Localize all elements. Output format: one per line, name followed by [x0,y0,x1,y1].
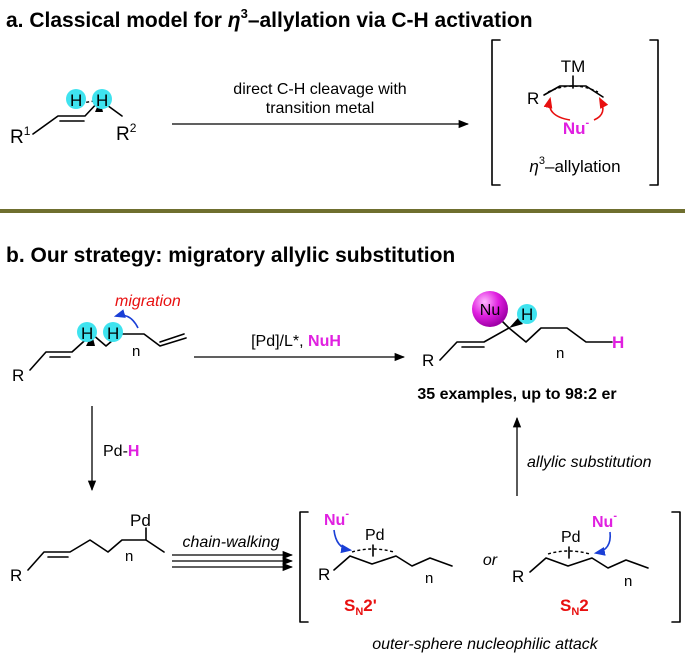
r1-label: R1 [10,124,31,148]
sn2-label: SN2 [560,596,589,618]
r-label: R [422,351,434,370]
hydrogen-label: H [107,324,119,343]
arrow-label-line2: transition metal [266,100,375,117]
n-label: n [132,343,140,360]
chain-walking-arrows [172,550,294,572]
n-label: n [425,570,433,587]
nu-ball [472,291,508,327]
r-label: R [512,567,524,586]
pd-label: Pd [365,527,385,544]
r-label: R [527,89,539,108]
allylic-substitution-label: allylic substitution [527,454,652,471]
panel-b-title: b. Our strategy: migratory allylic subst… [6,244,455,267]
substrate-a: H H R1 R2 [10,89,137,148]
r-label: R [10,566,22,585]
diene-substrate: H H R n migration [12,293,187,385]
or-label: or [483,552,498,569]
hydrogen-label: H [70,91,82,110]
sn2-prime-complex: Pd R n Nu- SN2' [318,508,453,618]
r-label: R [318,565,330,584]
n-label: n [125,548,133,565]
section-divider [0,209,685,213]
pd-label: Pd [561,529,581,546]
nu-label: Nu- [592,510,617,531]
r2-label: R2 [116,121,137,145]
migration-label: migration [115,293,181,310]
tm-label: TM [561,57,586,76]
cyan-highlight [92,89,112,109]
cyan-highlight [103,322,123,342]
nu-label: Nu [480,302,500,319]
eta3-complex-bracket: TM R Nu- η3–allylation [491,39,659,186]
hydrogen-label: H [612,333,624,352]
nu-label: Nu- [324,508,349,529]
blue-migration-arrow [113,309,139,329]
cyan-highlight [517,304,537,324]
n-label: n [556,345,564,362]
red-attack-arrow [593,97,609,121]
sn2-complex: Pd R n Nu- SN2 [512,510,649,618]
hydrogen-label: H [96,91,108,110]
hydrogen-label: H [81,324,93,343]
n-label: n [624,573,632,590]
chain-walking-label: chain-walking [183,534,280,551]
pd-h-label: Pd-H [103,443,139,460]
product-molecule: Nu H R n H [422,291,624,370]
outer-sphere-label: outer-sphere nucleophilic attack [372,636,599,653]
cyan-highlight [77,322,97,342]
r-label: R [12,366,24,385]
red-attack-arrow [543,96,571,121]
sn2-prime-label: SN2' [344,596,377,618]
cyan-highlight [66,89,86,109]
blue-attack-arrow [593,531,612,556]
arrow-label-line1: direct C-H cleavage with [233,81,406,98]
examples-label: 35 examples, up to 98:2 er [417,386,616,403]
panel-a-title: a. Classical model for η3–allylation via… [6,6,533,32]
nu-label: Nu- [563,117,590,138]
pi-allyl-bracket [299,511,681,623]
hydrogen-label: H [521,305,533,324]
top-arrow-label: [Pd]/L*, NuH [251,333,341,350]
eta3-caption: η3–allylation [529,155,620,176]
pd-label: Pd [130,511,151,530]
blue-attack-arrow [333,529,353,554]
alkyl-pd-intermediate: Pd R n [10,511,165,585]
